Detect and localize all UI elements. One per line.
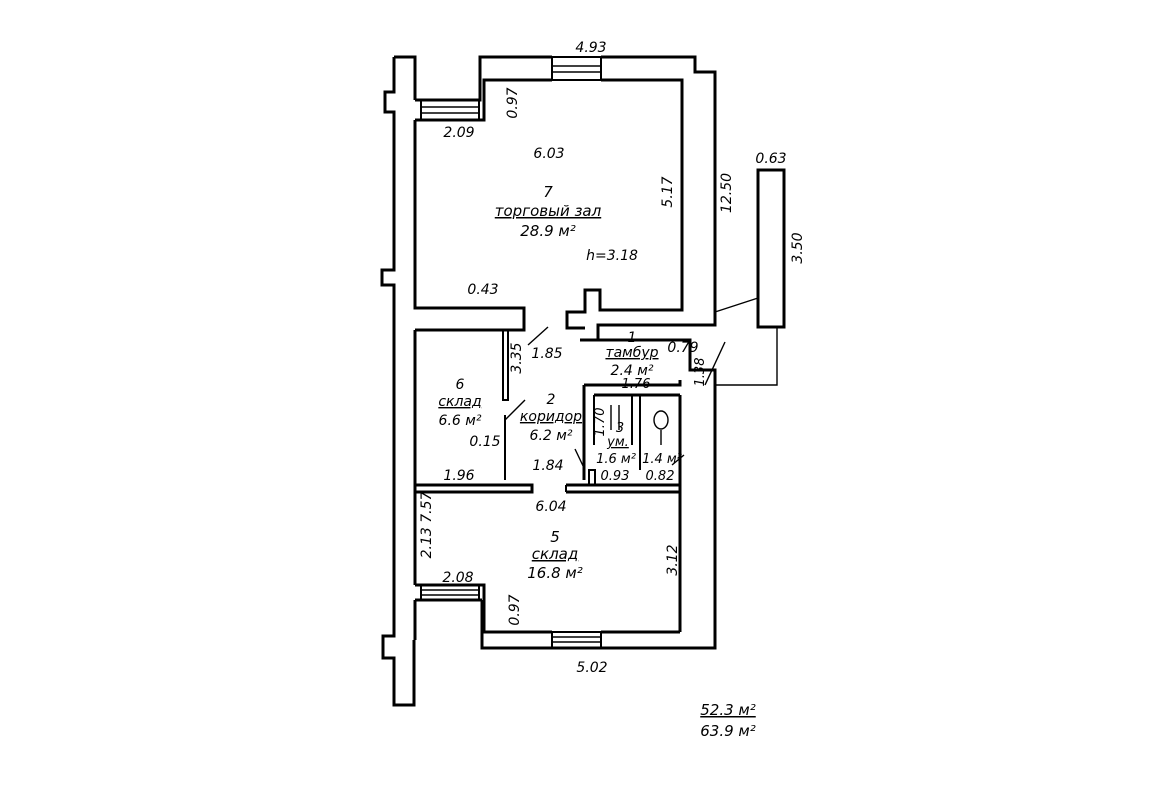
svg-text:6: 6 — [456, 377, 465, 393]
room-2-label: 2 коридор 6.2 м² — [520, 392, 582, 444]
svg-text:1.76: 1.76 — [622, 377, 651, 392]
svg-text:12.50: 12.50 — [719, 173, 735, 213]
svg-text:1.96: 1.96 — [443, 468, 474, 484]
svg-text:3.35: 3.35 — [509, 342, 525, 373]
svg-text:2.08: 2.08 — [442, 570, 473, 586]
svg-text:склад: склад — [438, 394, 481, 410]
room-4-label: 1.4 м² — [642, 452, 682, 467]
svg-text:5: 5 — [550, 528, 560, 546]
svg-text:2.09: 2.09 — [443, 125, 474, 141]
svg-text:16.8 м²: 16.8 м² — [527, 564, 583, 582]
svg-text:1.70: 1.70 — [593, 408, 608, 437]
svg-text:6.2 м²: 6.2 м² — [530, 428, 573, 444]
svg-text:0.97: 0.97 — [505, 87, 521, 118]
left-wall — [380, 55, 417, 707]
svg-text:3.50: 3.50 — [790, 232, 806, 263]
svg-text:4.93: 4.93 — [575, 40, 606, 56]
svg-text:0.79: 0.79 — [667, 340, 698, 356]
room-6-label: 6 склад 6.6 м² — [438, 377, 482, 429]
svg-text:2.13 7.57: 2.13 7.57 — [419, 492, 435, 559]
svg-text:2: 2 — [547, 392, 556, 408]
svg-text:6.6 м²: 6.6 м² — [439, 413, 482, 429]
svg-text:0.15: 0.15 — [469, 434, 500, 450]
dimension-labels: 4.93 2.09 0.97 6.03 5.17 12.50 0.63 3.50… — [419, 40, 806, 676]
svg-text:28.9 м²: 28.9 м² — [520, 222, 576, 240]
svg-text:1: 1 — [628, 330, 637, 346]
svg-text:7: 7 — [543, 183, 553, 201]
room-5-label: 5 склад 16.8 м² — [527, 528, 583, 582]
room-7-label: 7 торговый зал 28.9 м² h=3.18 — [495, 183, 638, 264]
svg-text:склад: склад — [532, 545, 578, 563]
svg-text:тамбур: тамбур — [605, 345, 658, 361]
svg-text:ум.: ум. — [606, 435, 629, 450]
svg-text:3.12: 3.12 — [665, 544, 681, 575]
room-3-label: 3 ум. 1.6 м² — [596, 421, 636, 467]
hall-walls — [413, 55, 717, 342]
svg-text:h=3.18: h=3.18 — [586, 248, 638, 264]
area-totals: 52.3 м² 63.9 м² — [700, 701, 756, 740]
exterior-annex — [714, 168, 786, 386]
main-area-total: 52.3 м² — [700, 701, 756, 719]
svg-text:торговый зал: торговый зал — [495, 202, 602, 220]
svg-text:3: 3 — [616, 421, 624, 436]
svg-text:0.93: 0.93 — [601, 469, 630, 484]
svg-text:1.6 м²: 1.6 м² — [596, 452, 636, 467]
svg-text:1.84: 1.84 — [532, 458, 563, 474]
svg-text:6.03: 6.03 — [533, 146, 564, 162]
svg-text:0.43: 0.43 — [467, 282, 498, 298]
svg-text:1.38: 1.38 — [693, 358, 708, 387]
svg-text:0.82: 0.82 — [646, 469, 675, 484]
svg-text:1.4 м²: 1.4 м² — [642, 452, 682, 467]
svg-text:5.17: 5.17 — [660, 176, 676, 207]
svg-text:0.63: 0.63 — [755, 151, 786, 167]
svg-text:2.4 м²: 2.4 м² — [611, 363, 654, 379]
svg-text:0.97: 0.97 — [507, 594, 523, 625]
room-1-label: 1 тамбур 2.4 м² — [605, 330, 658, 379]
total-area: 63.9 м² — [700, 722, 756, 740]
svg-text:6.04: 6.04 — [535, 499, 566, 515]
svg-text:5.02: 5.02 — [576, 660, 607, 676]
store-walls — [415, 583, 680, 649]
svg-text:1.85: 1.85 — [531, 346, 562, 362]
svg-text:коридор: коридор — [520, 409, 582, 425]
